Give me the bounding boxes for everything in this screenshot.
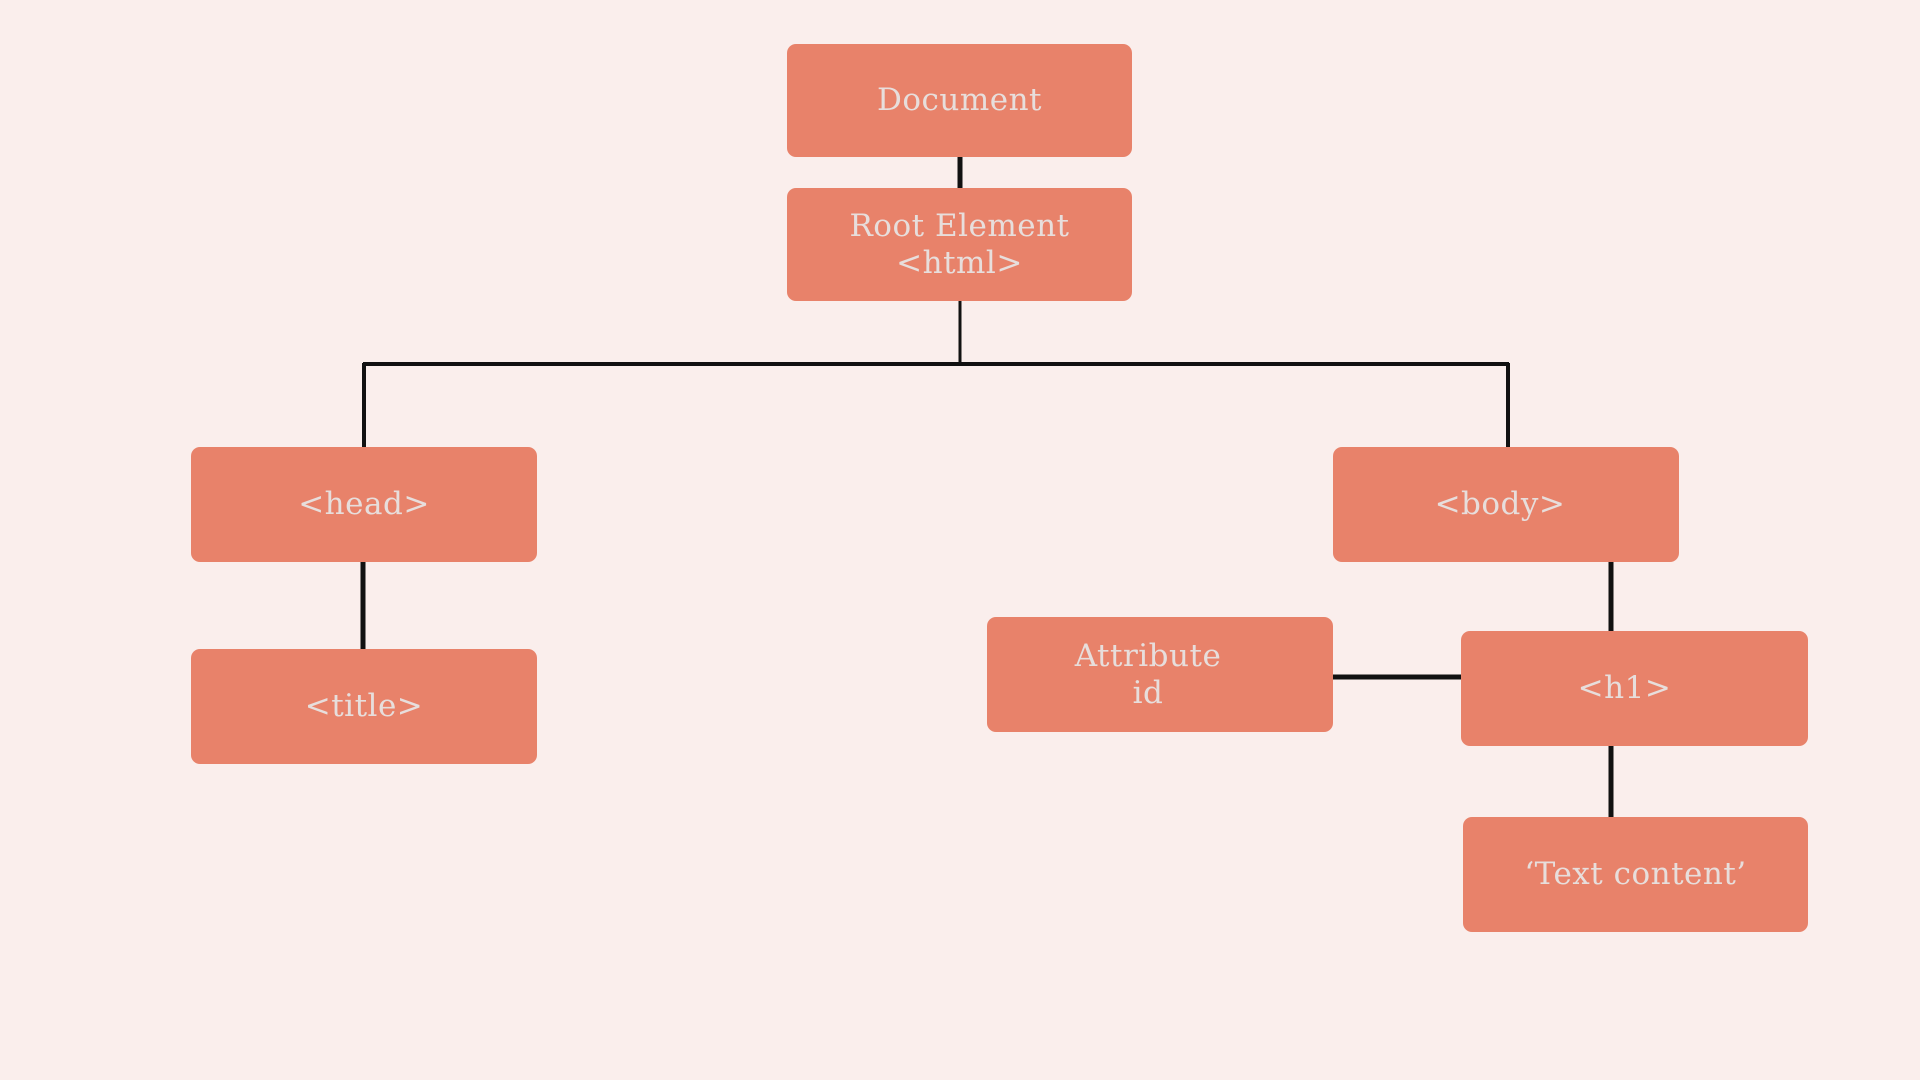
node-root-element[interactable]: Root Element <html> — [787, 188, 1132, 301]
node-head-label: <head> — [298, 486, 430, 523]
node-title-label: <title> — [304, 688, 424, 725]
node-body-label: <body> — [1434, 486, 1566, 523]
node-title[interactable]: <title> — [191, 649, 537, 764]
node-document[interactable]: Document — [787, 44, 1132, 157]
node-attribute-id[interactable]: Attribute id — [987, 617, 1333, 732]
node-h1-label: <h1> — [1577, 670, 1672, 707]
node-attribute-id-label: Attribute id — [1074, 637, 1222, 711]
node-body[interactable]: <body> — [1333, 447, 1679, 562]
node-head[interactable]: <head> — [191, 447, 537, 562]
node-document-label: Document — [876, 82, 1042, 119]
node-root-element-label: Root Element <html> — [849, 207, 1070, 281]
node-text-content-label: ‘Text content’ — [1524, 856, 1747, 893]
node-text-content[interactable]: ‘Text content’ — [1463, 817, 1808, 932]
node-h1[interactable]: <h1> — [1461, 631, 1808, 746]
